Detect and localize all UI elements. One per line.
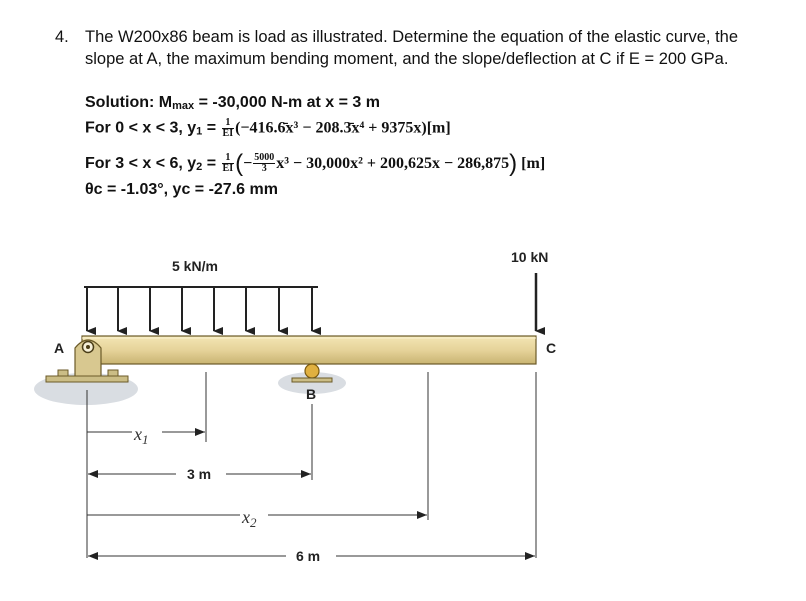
solution-moment: Solution: Mmax = -30,000 N-m at x = 3 m xyxy=(85,94,380,112)
problem-statement: 4. The W200x86 beam is load as illustrat… xyxy=(55,26,775,70)
pin-support-a xyxy=(45,339,129,383)
roller-support-b xyxy=(291,363,333,383)
x1-label: x1 xyxy=(133,424,149,447)
solution-slope-deflection: θc = -1.03°, yc = -27.6 mm xyxy=(85,181,278,198)
dim-3m-label: 3 m xyxy=(187,466,211,482)
problem-text: The W200x86 beam is load as illustrated.… xyxy=(85,28,739,68)
point-b-label: B xyxy=(306,386,316,402)
point-c-label: C xyxy=(546,340,556,356)
dim-6m-label: 6 m xyxy=(296,548,320,564)
point-load-label: 10 kN xyxy=(511,249,548,265)
problem-number: 4. xyxy=(55,28,69,46)
beam xyxy=(81,335,537,365)
point-a-label: A xyxy=(54,340,64,356)
distributed-load-label: 5 kN/m xyxy=(172,258,218,274)
x2-label: x2 xyxy=(241,507,257,530)
distributed-load xyxy=(84,286,321,335)
